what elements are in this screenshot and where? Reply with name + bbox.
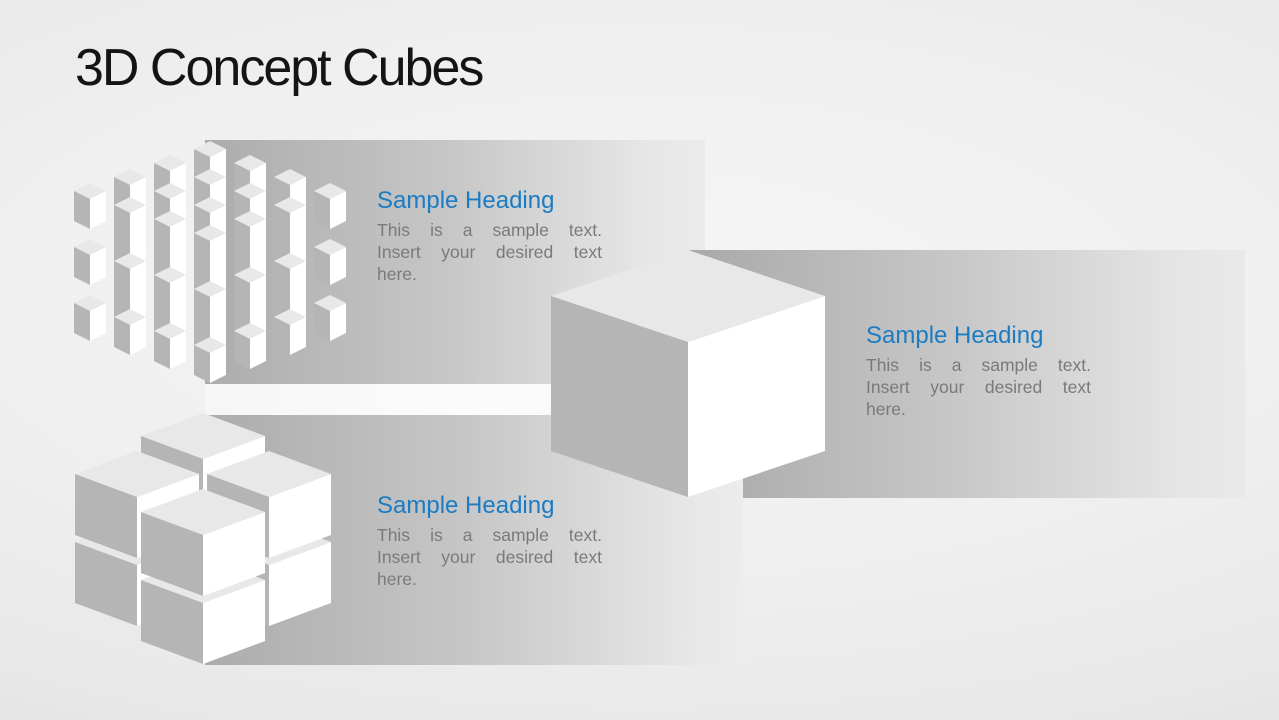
text-block-2: Sample Heading This is a sample text. In…: [866, 322, 1091, 420]
cube-face: [250, 275, 266, 313]
text-block-3-body: This is a sample text. Insert your desir…: [377, 524, 602, 590]
cube-face: [75, 542, 137, 626]
cube-face: [154, 219, 170, 257]
cube-face: [194, 289, 210, 327]
text-block-2-body: This is a sample text. Insert your desir…: [866, 354, 1091, 420]
body-line: Insert your desired text: [377, 241, 602, 262]
cube-face: [74, 191, 90, 229]
cube-face: [330, 247, 346, 285]
body-line: This is a sample text.: [866, 354, 1091, 375]
cube-face: [250, 219, 266, 257]
cube-face: [234, 275, 250, 313]
cube-face: [290, 205, 306, 243]
cube-face: [170, 219, 186, 257]
cube-face: [274, 205, 290, 243]
cube-face: [154, 331, 170, 369]
cube-face: [269, 474, 331, 558]
cube-face: [130, 317, 146, 355]
cube-face: [290, 261, 306, 299]
slide-title: 3D Concept Cubes: [75, 39, 484, 97]
text-block-1-body: This is a sample text. Insert your desir…: [377, 219, 602, 285]
cube-face: [210, 289, 226, 327]
cube-face: [170, 275, 186, 313]
cube-face: [210, 345, 226, 383]
large-cube-figure: [551, 250, 825, 497]
cube-face: [114, 205, 130, 243]
cube-face: [74, 303, 90, 341]
body-line: Insert your desired text: [866, 376, 1091, 397]
cube-face: [154, 275, 170, 313]
cube-face: [170, 331, 186, 369]
cube-face: [234, 219, 250, 257]
cube-face: [194, 345, 210, 383]
cube-face: [314, 303, 330, 341]
body-line: Insert your desired text: [377, 546, 602, 567]
cube-face: [203, 580, 265, 664]
text-block-3: Sample Heading This is a sample text. In…: [377, 492, 602, 590]
cube-face: [210, 233, 226, 271]
cube-face: [234, 331, 250, 369]
small-cube-lattice-figure: [74, 141, 346, 383]
cube-face: [141, 580, 203, 664]
cube-face: [90, 191, 106, 229]
cube-face: [90, 303, 106, 341]
cube-face: [314, 247, 330, 285]
cube-face: [274, 261, 290, 299]
cube-face: [330, 303, 346, 341]
text-block-3-heading: Sample Heading: [377, 492, 555, 519]
cube-face: [90, 247, 106, 285]
cube-face: [114, 317, 130, 355]
cube-face: [194, 233, 210, 271]
text-block-1: Sample Heading This is a sample text. In…: [377, 187, 602, 285]
cube-face: [130, 205, 146, 243]
cube-face: [314, 191, 330, 229]
cube-face: [75, 474, 137, 558]
text-block-1-heading: Sample Heading: [377, 187, 555, 214]
cube-face: [290, 317, 306, 355]
cube-face: [130, 261, 146, 299]
cube-face: [74, 247, 90, 285]
cube-face: [250, 331, 266, 369]
body-line: here.: [866, 398, 906, 419]
cube-face: [114, 261, 130, 299]
body-line: This is a sample text.: [377, 219, 602, 240]
text-block-2-heading: Sample Heading: [866, 322, 1044, 349]
cube-face: [269, 542, 331, 626]
cube-face: [274, 317, 290, 355]
cube-face: [141, 512, 203, 596]
body-line: here.: [377, 263, 417, 284]
cube-face: [203, 512, 265, 596]
body-line: here.: [377, 568, 417, 589]
cube-face: [551, 296, 688, 497]
segmented-cube-figure: [75, 413, 331, 664]
cube-face: [330, 191, 346, 229]
body-line: This is a sample text.: [377, 524, 602, 545]
cube-face: [688, 296, 825, 497]
